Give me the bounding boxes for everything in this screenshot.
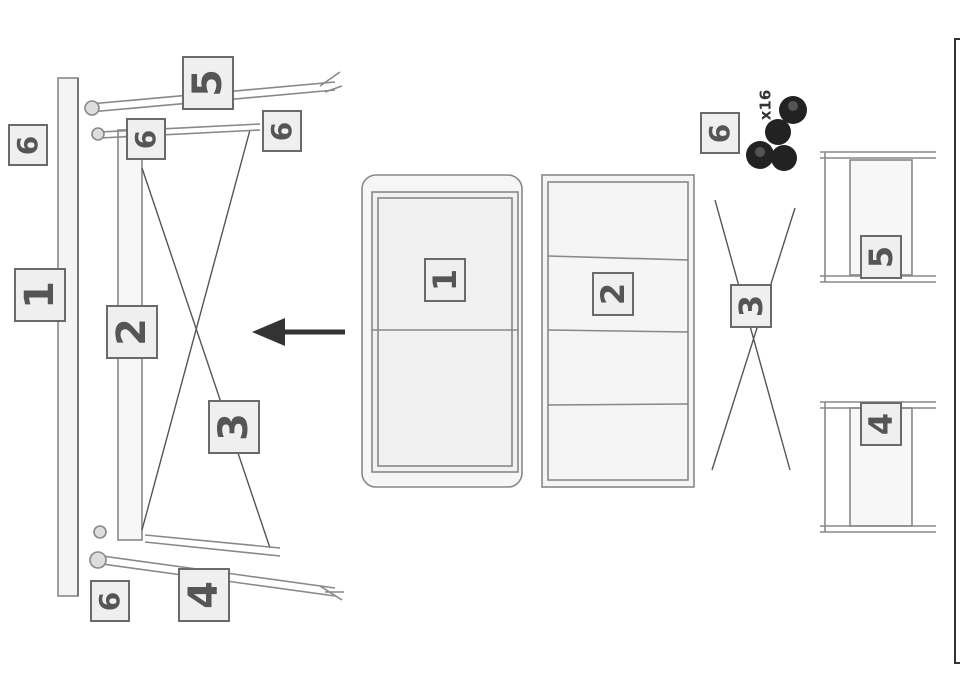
label-3-assembled: 3 [208,400,260,454]
label-6-part: 6 [700,112,740,154]
label-4-part: 4 [860,402,902,446]
page-frame-edge [954,38,960,664]
label-1-assembled: 1 [14,268,66,322]
direction-arrow [252,318,345,346]
label-6-left: 6 [8,124,48,166]
label-4-assembled: 4 [178,568,230,622]
part-1-board [361,174,523,488]
label-1-part: 1 [424,258,466,302]
label-5-part: 5 [860,235,902,279]
part-6-caps [746,96,807,171]
label-2-part: 2 [592,272,634,316]
label-5-assembled: 5 [182,56,234,110]
label-6-top-a: 6 [126,118,166,160]
label-3-part: 3 [730,284,772,328]
part-3-braces [711,199,796,471]
label-6-bottom: 6 [90,580,130,622]
caps-quantity: x16 [756,89,775,121]
label-6-top-b: 6 [262,110,302,152]
part-2-panel [541,174,695,488]
assembled-beam-1 [57,77,79,597]
label-2-assembled: 2 [106,305,158,359]
assembled-braces-3 [141,129,271,549]
